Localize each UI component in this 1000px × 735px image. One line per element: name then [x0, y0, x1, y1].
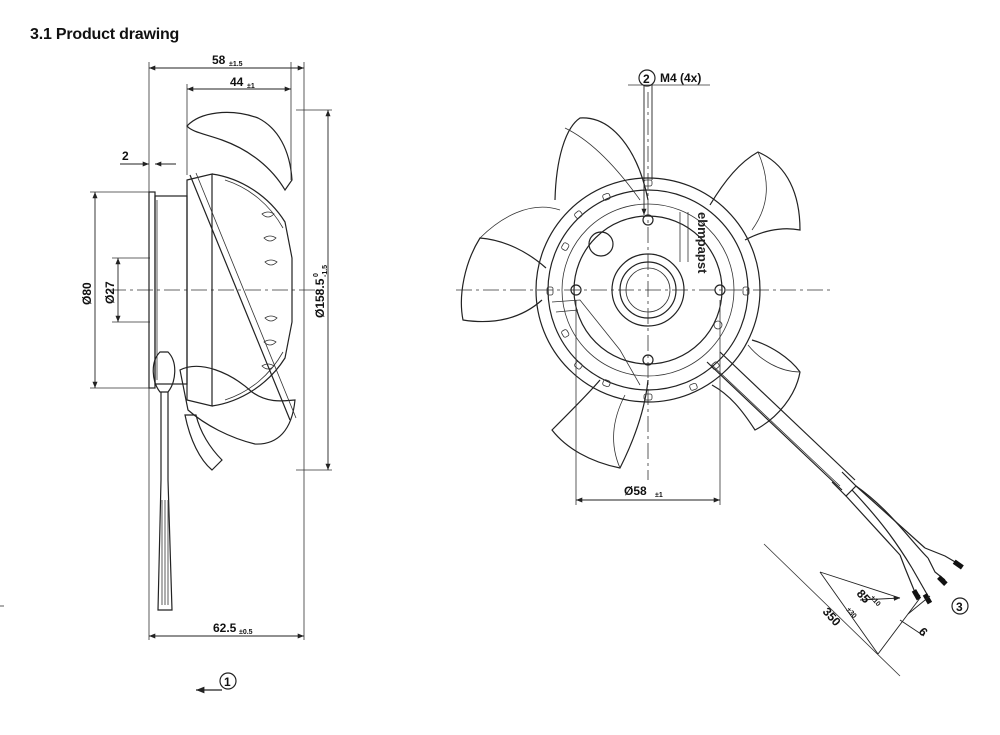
thread-m4-label: M4 (4x) — [660, 71, 701, 85]
brand-logo: ebmpapst — [695, 212, 710, 274]
page-title: 3.1 Product drawing — [30, 26, 180, 43]
dim-dia-80: Ø80 — [80, 282, 94, 305]
dim-dia-58: Ø58 — [624, 484, 647, 498]
dim-dia-158-tol-top: 0 — [313, 273, 320, 277]
dim-length-62: 62.5 — [213, 621, 237, 635]
dim-dia-58-tol: ±1 — [655, 492, 663, 499]
dim-length-62-tol: ±0.5 — [239, 629, 253, 636]
dim-offset-2: 2 — [122, 149, 129, 163]
dim-width-58: 58 — [212, 53, 226, 67]
dim-dia-27: Ø27 — [103, 281, 117, 304]
dim-lead-85-tol: ±10 — [869, 595, 882, 608]
dim-strip-6: 6 — [916, 625, 931, 640]
dim-dia-158: Ø158.5 — [313, 278, 327, 318]
dim-width-44: 44 — [230, 75, 244, 89]
callout-2: 2 — [643, 72, 650, 86]
side-view: 58 ±1.5 44 ±1 2 Ø80 Ø27 Ø158.5 0 -1.5 62… — [80, 53, 332, 694]
callout-3: 3 — [956, 600, 963, 614]
callout-1: 1 — [224, 675, 231, 689]
dim-dia-158-tol-bot: -1.5 — [322, 265, 329, 277]
dim-lead-350: 350 — [820, 605, 844, 629]
dim-lead-350-tol: ±30 — [845, 607, 858, 620]
front-view: ebmpapst Ø58 ±1 — [456, 69, 969, 677]
dim-width-58-tol: ±1.5 — [229, 61, 243, 68]
dim-width-44-tol: ±1 — [247, 83, 255, 90]
